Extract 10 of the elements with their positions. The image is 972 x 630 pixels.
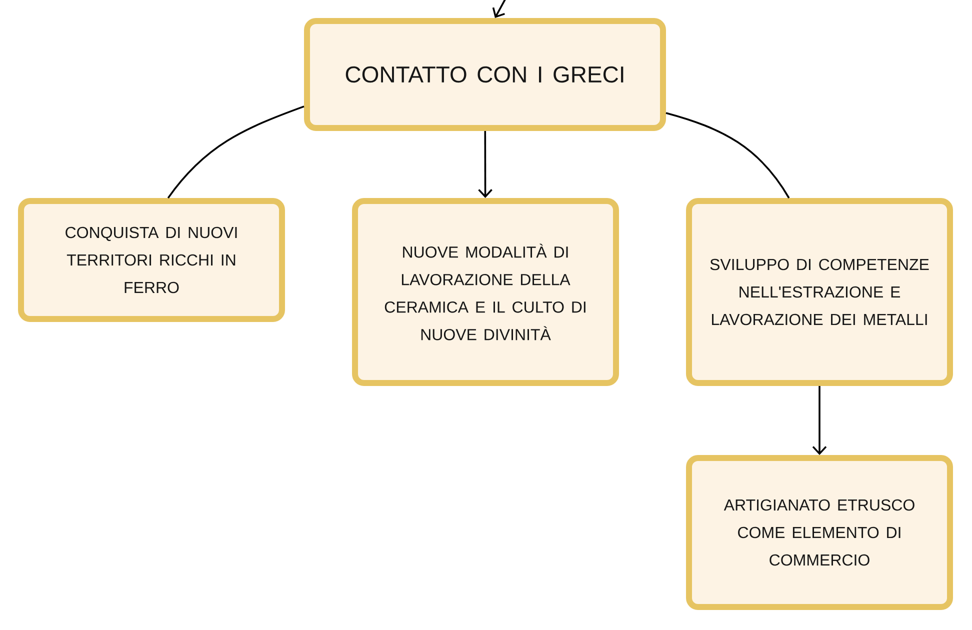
- connector-line: [666, 112, 790, 198]
- concept-box: NUOVE MODALITÀ DI LAVORAZIONE DELLA CERAMICA E IL CULTO DI NUOVE DIVINITÀ: [352, 198, 619, 386]
- arrow: [478, 131, 492, 198]
- concept-box: CONTATTO CON I GRECI: [304, 18, 666, 131]
- concept-box: SVILUPPO DI COMPETENZE NELL'ESTRAZIONE E LAVORAZIONE DEI METALLI: [686, 198, 953, 386]
- connector-line: [167, 106, 304, 199]
- arrow: [492, 0, 508, 18]
- concept-box: CONQUISTA DI NUOVI TERRITORI RICCHI IN FERRO: [18, 198, 285, 322]
- concept-box: ARTIGIANATO ETRUSCO COME ELEMENTO DI COMMERCIO: [686, 455, 953, 610]
- arrow: [812, 386, 827, 455]
